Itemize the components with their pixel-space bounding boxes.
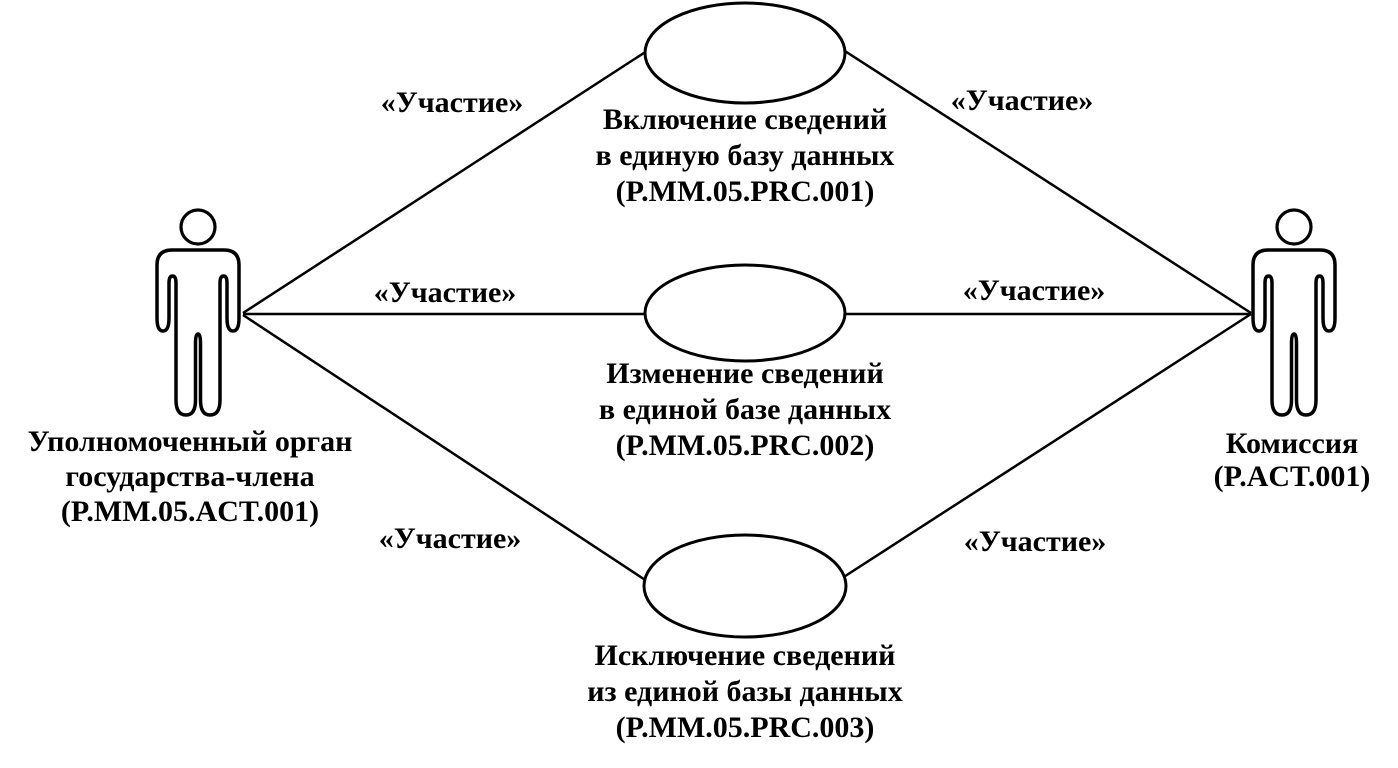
association-stereotype-label-right-bottom: «Участие» xyxy=(963,525,1107,558)
association-stereotype-label-left-middle: «Участие» xyxy=(373,276,517,309)
use-case-code: (P.MM.05.PRC.002) xyxy=(615,429,875,462)
use-case-ellipse-top xyxy=(643,1,847,105)
use-case-title-line: Изменение сведений xyxy=(606,357,884,390)
association-stereotype-label-left-top: «Участие» xyxy=(380,86,524,119)
use-case-ellipse-middle xyxy=(643,263,847,363)
use-case-ellipses xyxy=(642,1,848,639)
use-case-title-line: Исключение сведений xyxy=(594,639,896,672)
actor-code: (P.MM.05.ACT.001) xyxy=(60,495,320,528)
person-icon xyxy=(155,208,241,417)
actor-name-line: Уполномоченный орган xyxy=(27,425,353,458)
association-line-left-top xyxy=(242,34,671,315)
use-case-title-line: Включение сведений xyxy=(602,103,888,136)
actor-name-line: Комиссия xyxy=(1225,427,1359,460)
association-stereotype-label-right-middle: «Участие» xyxy=(962,274,1106,307)
actor-name-line: государства-члена xyxy=(65,460,315,493)
actor-figure-right xyxy=(1251,208,1337,417)
use-case-label-middle: Изменение сведений в единой базе данных … xyxy=(545,356,945,464)
association-stereotype-label-left-bottom: «Участие» xyxy=(378,522,522,555)
person-icon xyxy=(1251,208,1337,417)
use-case-code: (P.MM.05.PRC.001) xyxy=(615,175,875,208)
actor-figure-left xyxy=(155,208,241,417)
association-stereotype-label-right-top: «Участие» xyxy=(950,84,1094,117)
association-line-right-top xyxy=(819,33,1252,315)
use-case-label-top: Включение сведений в единую базу данных … xyxy=(545,102,945,210)
actor-code: (P.ACT.001) xyxy=(1213,460,1371,493)
use-case-ellipse-bottom xyxy=(642,533,848,639)
use-case-code: (P.MM.05.PRC.003) xyxy=(615,711,875,744)
association-line-left-bottom xyxy=(242,313,669,597)
use-case-title-line: в единую базу данных xyxy=(595,139,895,172)
use-case-title-line: в единой базе данных xyxy=(598,393,892,426)
actor-label-left: Уполномоченный орган государства-члена (… xyxy=(0,424,380,529)
use-case-label-bottom: Исключение сведений из единой базы данны… xyxy=(545,638,945,746)
association-line-right-bottom xyxy=(821,312,1252,593)
use-case-title-line: из единой базы данных xyxy=(587,675,903,708)
actor-label-right: Комиссия (P.ACT.001) xyxy=(1142,427,1398,493)
